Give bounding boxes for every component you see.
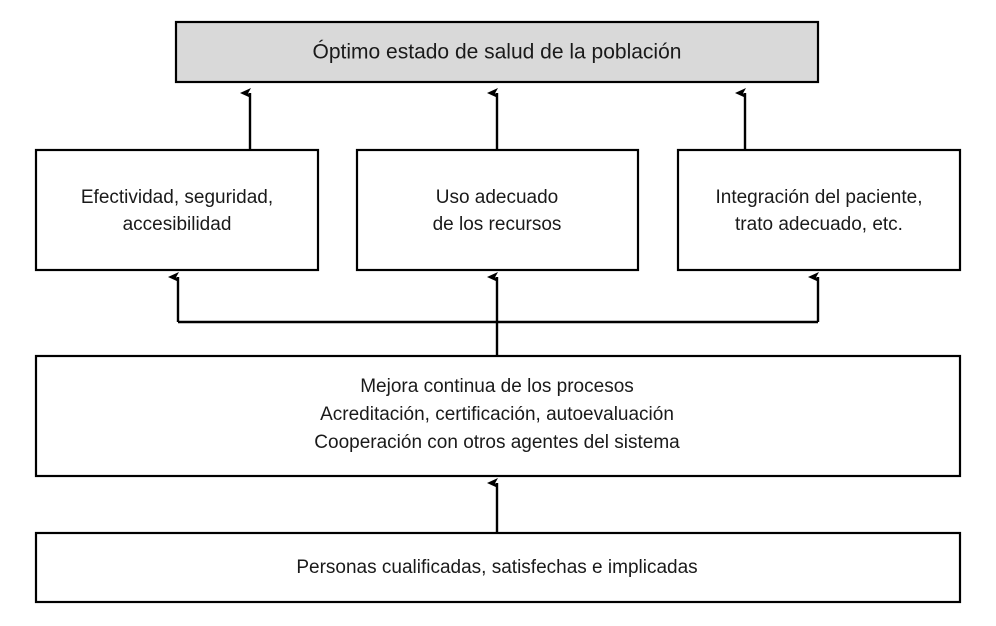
effectiveness-label-line-1: Efectividad, seguridad, [81,187,273,208]
resource-use-label-line-1: Uso adecuado [436,187,559,208]
node-optimal-health: Óptimo estado de salud de la población [174,20,820,84]
patient-integration-label-line-2: trato adecuado, etc. [735,214,903,235]
optimal-health-box [174,20,820,84]
qualified-people-label-line-1: Personas cualificadas, satisfechas e imp… [296,557,697,578]
patient-integration-box [676,148,962,272]
node-qualified-people: Personas cualificadas, satisfechas e imp… [34,531,962,604]
continuous-improvement-box [34,354,962,478]
resource-use-box [355,148,640,272]
qualified-people-box [34,531,962,604]
connector-group [168,88,820,533]
continuous-improvement-label-line-3: Cooperación con otros agentes del sistem… [314,432,680,453]
optimal-health-label-line-1: Óptimo estado de salud de la población [313,41,682,64]
continuous-improvement-label-line-2: Acreditación, certificación, autoevaluac… [320,404,674,425]
node-continuous-improvement: Mejora continua de los procesos Acredita… [34,354,962,478]
patient-integration-label-line-1: Integración del paciente, [715,187,922,208]
effectiveness-label-line-2: accesibilidad [123,214,232,235]
resource-use-label-line-2: de los recursos [433,214,562,235]
node-resource-use: Uso adecuado de los recursos [355,148,640,272]
node-effectiveness: Efectividad, seguridad, accesibilidad [34,148,320,272]
effectiveness-box [34,148,320,272]
node-patient-integration: Integración del paciente, trato adecuado… [676,148,962,272]
continuous-improvement-label-line-1: Mejora continua de los procesos [360,376,634,397]
